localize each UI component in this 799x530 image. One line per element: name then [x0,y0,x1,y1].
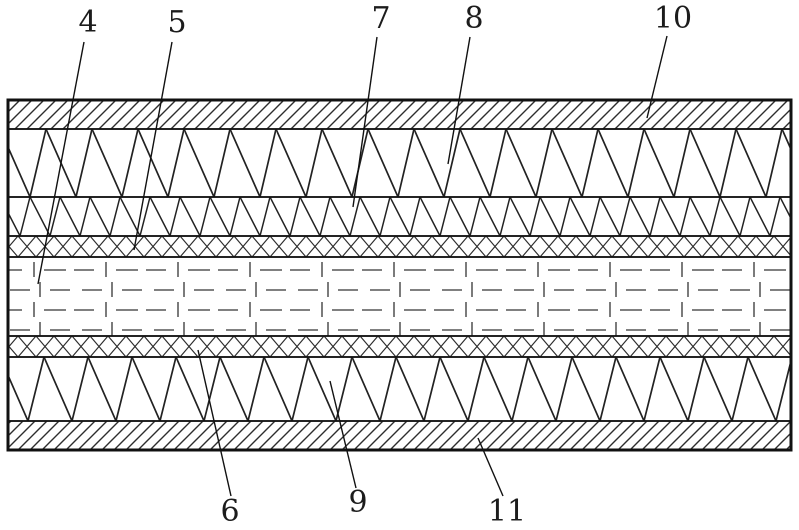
leader-lines [37,35,668,497]
leader-line-10 [646,35,668,119]
layer-label-5: 5 [167,5,186,40]
layer-label-8: 8 [464,1,483,36]
layer-band-4-dashes [7,256,792,337]
stack-outline [6,98,793,452]
layer-band-11-hatch [7,420,792,451]
leader-line-8 [447,36,471,165]
layer-label-9: 9 [348,485,367,520]
reference-labels: 4 5 7 8 10 6 9 11 [78,1,692,529]
layer-band-5-crosshatch [7,235,792,258]
layer-band-10-hatch [7,99,792,130]
layer-band-7-chevron [7,196,792,237]
leader-line-11 [477,437,504,497]
layer-band-6-crosshatch [7,335,792,358]
layer-label-4: 4 [78,5,97,40]
layer-label-11: 11 [488,494,526,529]
layer-bands [6,98,793,452]
leader-line-9 [329,380,357,489]
layer-label-7: 7 [371,1,390,36]
layer-label-6: 6 [220,494,239,529]
leader-line-5 [133,41,173,251]
leader-line-7 [352,36,378,208]
layer-band-9-chevron [7,356,792,422]
layer-label-10: 10 [654,1,692,36]
leader-line-4 [37,41,85,285]
layer-band-8-chevron [7,128,792,198]
leader-line-6 [197,349,232,497]
